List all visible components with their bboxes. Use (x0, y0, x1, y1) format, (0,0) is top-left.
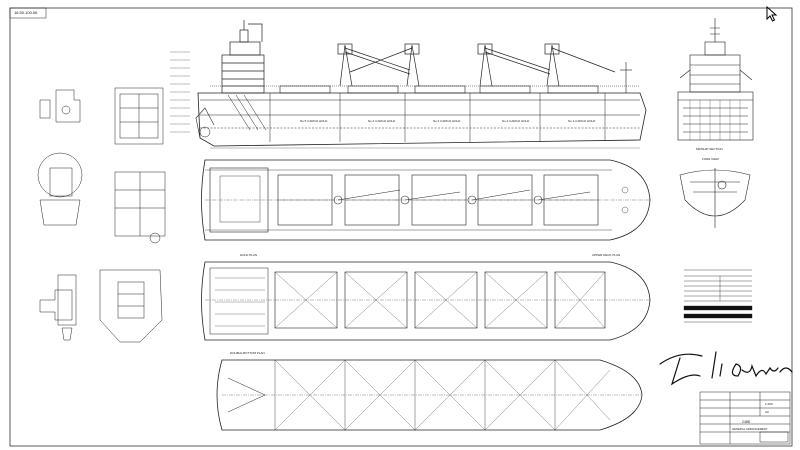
fore-view: FORE VIEW (679, 157, 751, 228)
hold-label-4: No.4 CARGO HOLD (368, 119, 396, 123)
sheet-ref: 16.50.100.06 (14, 10, 38, 15)
hold-label-3: No.3 CARGO HOLD (433, 119, 461, 123)
upper-deck-title: UPPER DECK PLAN (592, 253, 620, 257)
profile-view: No.5 CARGO HOLD No.4 CARGO HOLD No.3 CAR… (195, 20, 647, 149)
upper-deck-plan: UPPER DECK PLAN (201, 159, 651, 257)
profile-notes (170, 51, 190, 133)
hold-label-5: No.5 CARGO HOLD (300, 119, 328, 123)
hold-plan-title: HOLD PLAN (240, 253, 257, 257)
sheet-border (9, 7, 793, 447)
mouse-pointer-icon (766, 6, 778, 22)
hold-label-2: No.2 CARGO HOLD (502, 119, 530, 123)
midship-section: MIDSHIP SECTION (677, 18, 754, 151)
drawing-title: GENERAL ARRANGEMENT (732, 427, 768, 431)
drawing-sheet: A0 (765, 410, 769, 414)
fore-view-title: FORE VIEW (702, 157, 719, 161)
sheet-ref-box (9, 7, 47, 19)
double-bottom-plan: DOUBLE BOTTOM PLAN (216, 351, 643, 431)
hold-plan: HOLD PLAN (201, 253, 651, 341)
principal-particulars-table (683, 269, 753, 323)
left-details (37, 89, 83, 341)
drawing-scale: 1:200 (765, 402, 773, 406)
title-block: 2488 GENERAL ARRANGEMENT 1:200 A0 (699, 391, 791, 445)
accommodation-decks (99, 87, 166, 343)
midship-title: MIDSHIP SECTION (696, 147, 723, 151)
ship-no: 2488 (742, 420, 750, 424)
bottom-plan-title: DOUBLE BOTTOM PLAN (230, 351, 265, 355)
hold-label-1: No.1 CARGO HOLD (568, 119, 596, 123)
handwritten-signature (659, 351, 793, 386)
